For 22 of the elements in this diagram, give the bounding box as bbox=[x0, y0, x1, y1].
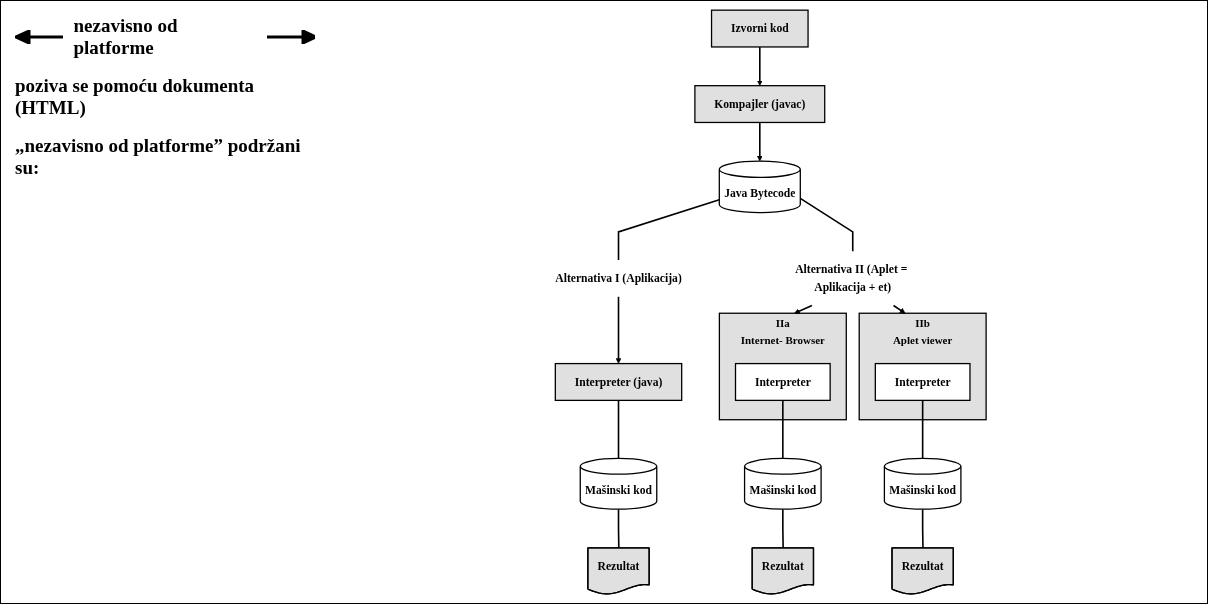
node-label: IIb bbox=[915, 317, 930, 331]
connector bbox=[799, 197, 854, 253]
note-text: „nezavisno od platforme” podržani su: bbox=[15, 135, 301, 178]
arrow bbox=[794, 304, 813, 314]
node-box: Izvorni kod bbox=[710, 9, 809, 48]
note-text: nezavisno od platforme bbox=[73, 15, 179, 59]
connector bbox=[617, 399, 620, 460]
arrow bbox=[615, 295, 622, 364]
node-box: Interpreter bbox=[874, 362, 971, 401]
node-box: Interpreter bbox=[734, 362, 831, 401]
node-text: Alternativa I (Aplikacija) bbox=[555, 271, 682, 285]
connector bbox=[921, 399, 924, 460]
connector bbox=[617, 198, 721, 261]
note-text: poziva se pomoću dokumenta (HTML) bbox=[15, 75, 255, 118]
connector bbox=[782, 399, 784, 460]
node-box: Kompajler (javac) bbox=[694, 85, 826, 124]
arrow bbox=[756, 46, 763, 86]
node-box: Interpreter (java) bbox=[554, 362, 683, 401]
arrow bbox=[756, 121, 763, 162]
node-label: IIa bbox=[775, 317, 790, 331]
arrow bbox=[892, 304, 906, 314]
node-text: Alternativa II (Aplet = Aplikacija + et) bbox=[795, 262, 908, 294]
